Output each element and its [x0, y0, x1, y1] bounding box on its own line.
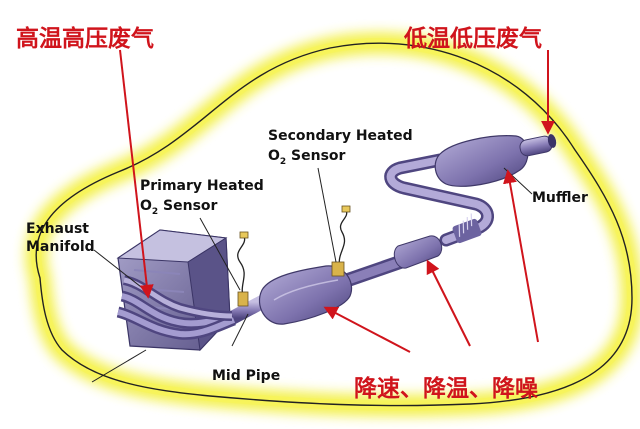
- secondary-sensor-label-line1: Secondary Heated: [268, 128, 413, 144]
- exhaust-manifold-label-line2: Manifold: [26, 239, 95, 255]
- red-arrows: [119, 49, 555, 353]
- primary-sensor-label-line1: Primary Heated: [140, 178, 264, 194]
- primary-sensor-rest: Sensor: [158, 198, 217, 214]
- secondary-sensor-label-line2: O2 Sensor: [268, 148, 346, 167]
- low-temp-gas-label: 低温低压废气: [403, 25, 542, 52]
- resonator: [393, 235, 443, 269]
- primary-sensor-label-line2: O2 Sensor: [140, 198, 218, 217]
- leader-lines: [91, 167, 533, 383]
- primary-sensor-subscript: 2: [152, 207, 158, 217]
- primary-o2-sensor: [237, 231, 249, 307]
- primary-sensor-o: O: [140, 198, 152, 214]
- secondary-o2-sensor: [331, 205, 351, 277]
- exhaust-manifold: [116, 275, 236, 340]
- exhaust-manifold-label-line1: Exhaust: [26, 221, 89, 237]
- effect-label: 降速、降温、降噪: [354, 375, 539, 402]
- secondary-sensor-subscript: 2: [280, 157, 286, 167]
- secondary-sensor-o: O: [268, 148, 280, 164]
- car-outline: [25, 32, 640, 417]
- secondary-sensor-rest: Sensor: [286, 148, 345, 164]
- mid-pipe-label: Mid Pipe: [212, 368, 280, 384]
- muffler-body: [434, 134, 557, 187]
- high-temp-gas-label: 高温高压废气: [16, 25, 154, 52]
- flex-joint: [452, 213, 482, 244]
- muffler-label: Muffler: [532, 190, 588, 206]
- exhaust-pipe: [225, 153, 494, 325]
